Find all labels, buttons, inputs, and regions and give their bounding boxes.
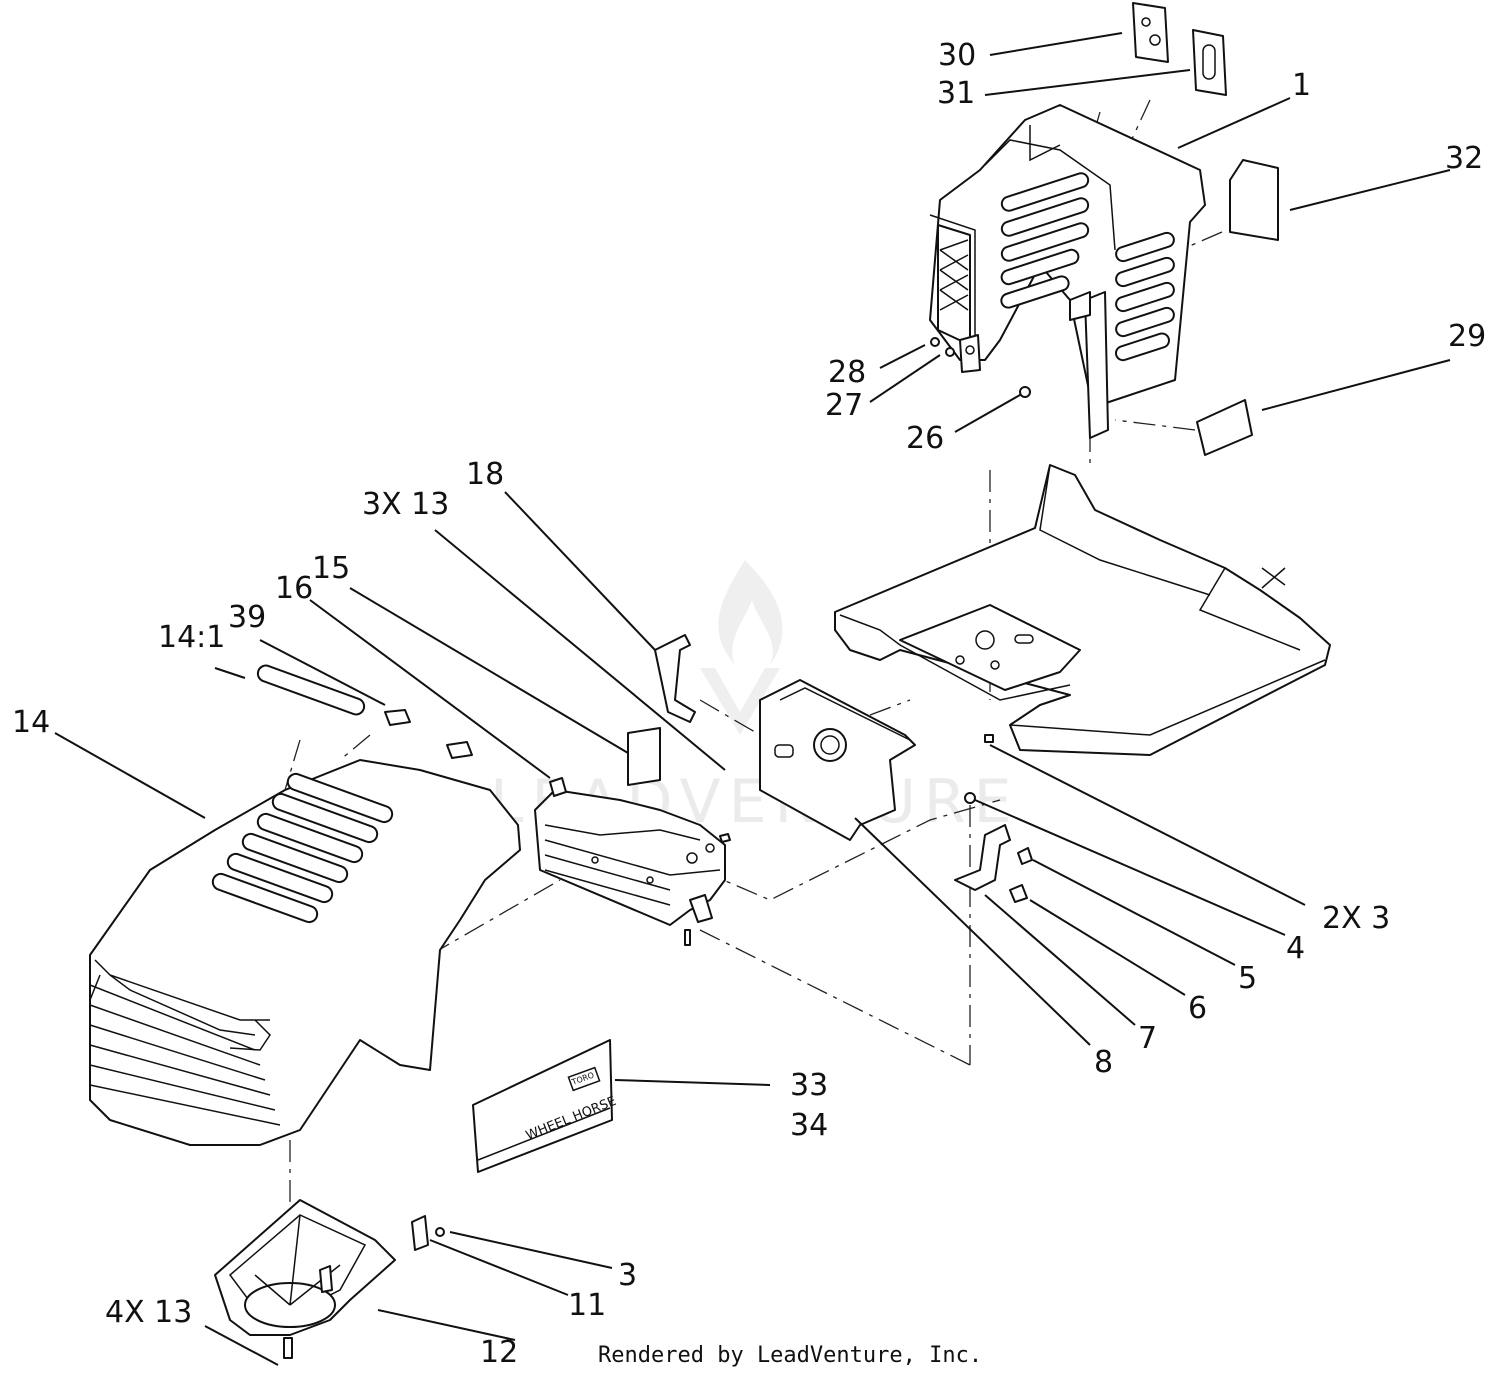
- hood-support-part-12: [214, 1199, 445, 1359]
- callout-16: 16: [275, 571, 313, 606]
- grille-part-16: [534, 777, 731, 946]
- callout-26: 26: [906, 421, 944, 456]
- decal-part-32: [1229, 159, 1279, 241]
- callout-4x13: 4X 13: [105, 1295, 192, 1330]
- decal-part-31: [1192, 29, 1227, 96]
- callout-8: 8: [1094, 1045, 1113, 1080]
- callout-31: 31: [937, 76, 975, 111]
- callout-5: 5: [1238, 961, 1257, 996]
- callout-39: 39: [228, 600, 266, 635]
- decal-part-15: [627, 727, 661, 786]
- callout-33: 33: [790, 1068, 828, 1103]
- decal-part-14-1: [256, 664, 366, 716]
- callout-6: 6: [1188, 991, 1207, 1026]
- bracket-hardware: [954, 734, 1033, 903]
- hardware-parts-26-28: [930, 337, 1031, 398]
- callout-30: 30: [938, 38, 976, 73]
- callout-27: 27: [825, 388, 863, 423]
- callout-labels: 30 31 1 32 29 28 27 26 18 3X 13 15 16 39…: [12, 38, 1486, 1370]
- callout-34: 34: [790, 1108, 828, 1143]
- callout-4: 4: [1286, 931, 1305, 966]
- decal-part-30: [1132, 2, 1169, 63]
- bracket-part-18: [654, 634, 696, 723]
- credit-text: Rendered by LeadVenture, Inc.: [598, 1343, 982, 1368]
- decal-part-29: [1196, 399, 1253, 456]
- leader-lines: [54, 32, 1451, 1366]
- callout-2x3: 2X 3: [1322, 901, 1390, 936]
- hood-part-14: [89, 759, 521, 1146]
- callout-3x13: 3X 13: [362, 487, 449, 522]
- callout-32: 32: [1445, 141, 1483, 176]
- steering-support: [759, 679, 916, 841]
- callout-29: 29: [1448, 319, 1486, 354]
- callout-14: 14: [12, 705, 50, 740]
- callout-18: 18: [466, 457, 504, 492]
- callout-15: 15: [312, 551, 350, 586]
- dash-tower-part-1: [929, 104, 1206, 439]
- callout-7: 7: [1138, 1021, 1157, 1056]
- callout-3: 3: [618, 1258, 637, 1293]
- watermark-v-icon: [700, 668, 780, 735]
- callout-28: 28: [828, 355, 866, 390]
- callout-1: 1: [1292, 68, 1311, 103]
- watermark-flame-icon: [718, 560, 783, 665]
- callout-11: 11: [568, 1288, 606, 1323]
- callout-14-1: 14:1: [158, 620, 225, 655]
- platform-footrest: [834, 464, 1331, 756]
- callout-12: 12: [480, 1335, 518, 1370]
- side-decal-part-33: WHEEL HORSE TORO: [472, 1039, 618, 1173]
- decal-part-39: [384, 709, 473, 759]
